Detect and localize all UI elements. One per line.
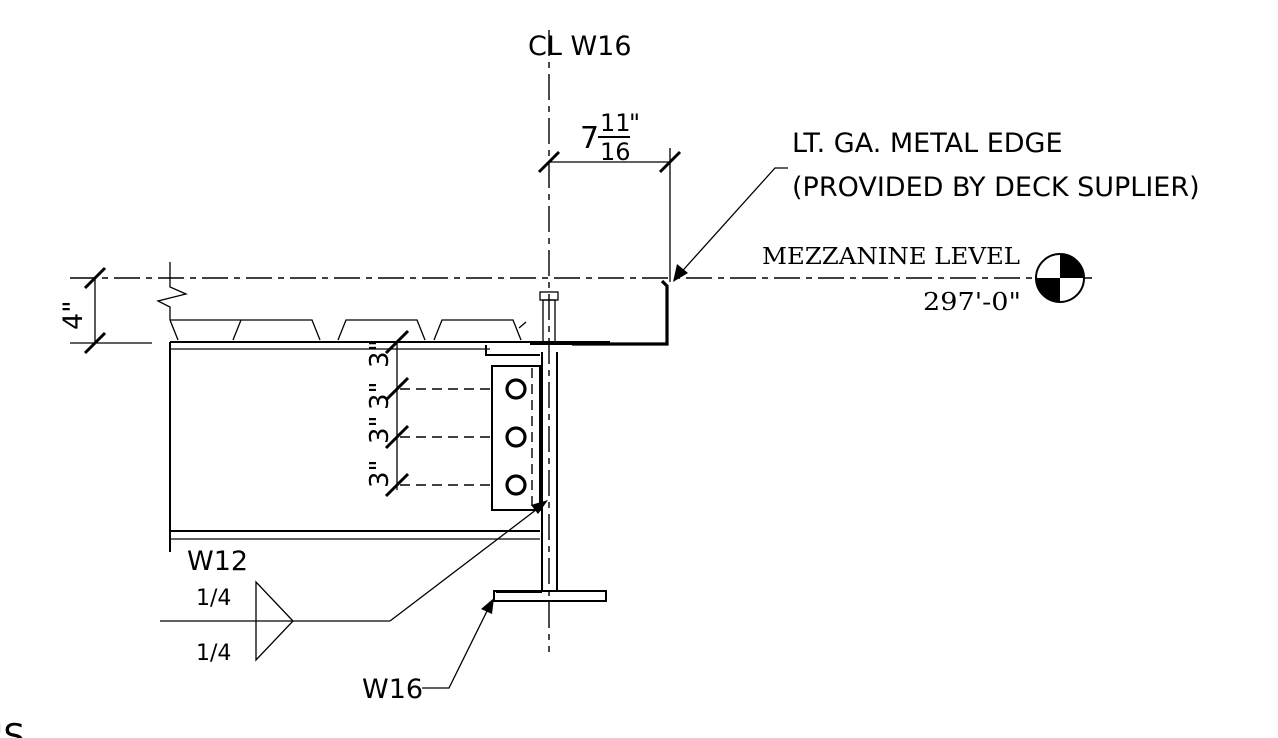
level-datum-symbol [1035,253,1085,303]
weld-symbol: 1/4 1/4 [160,500,548,666]
w16-label: W16 [362,674,423,705]
bolt-spacing-2: 3" [365,381,395,410]
bolt-2 [400,426,527,448]
slab-dimension: 4" [58,266,152,355]
edge-note-leader [675,167,788,279]
w16-arrowhead [481,598,494,614]
bolt-spacing-4: 3" [365,459,395,488]
weld-size-bottom: 1/4 [196,641,231,666]
metal-deck [169,319,527,341]
w16-leader [422,604,491,689]
shear-tab-plate [491,365,541,511]
bolt-3 [400,474,527,496]
centerline-label: CL W16 [528,31,632,62]
bolt-spacing-dimension: 3" 3" 3" 3" [365,329,410,498]
top-dimension: 7 11 16 " [537,109,682,282]
weld-size-top: 1/4 [196,586,231,611]
slab-break-line [156,262,189,320]
dim-top-inch: " [629,109,640,137]
metal-edge-angle [572,279,669,346]
w16-girder [493,343,607,602]
w12-beam [169,341,610,552]
dim-slab-label: 4" [58,300,89,330]
bolt-spacing-3: 3" [365,415,395,444]
bolt-spacing-1: 3" [365,339,395,368]
dim-top-denominator: 16 [600,138,631,166]
edge-note-line2: (PROVIDED BY DECK SUPLIER) [792,172,1200,203]
dim-top-numerator: 11 [600,109,631,137]
edge-note-line1: LT. GA. METAL EDGE [792,128,1063,159]
level-name: MEZZANINE LEVEL [762,244,1020,270]
w12-label: W12 [187,546,248,577]
bolt-1 [400,378,527,400]
level-elevation: 297'-0" [923,288,1021,316]
cutoff-text: 'S [0,717,25,738]
dim-top-whole: 7 [580,121,599,156]
